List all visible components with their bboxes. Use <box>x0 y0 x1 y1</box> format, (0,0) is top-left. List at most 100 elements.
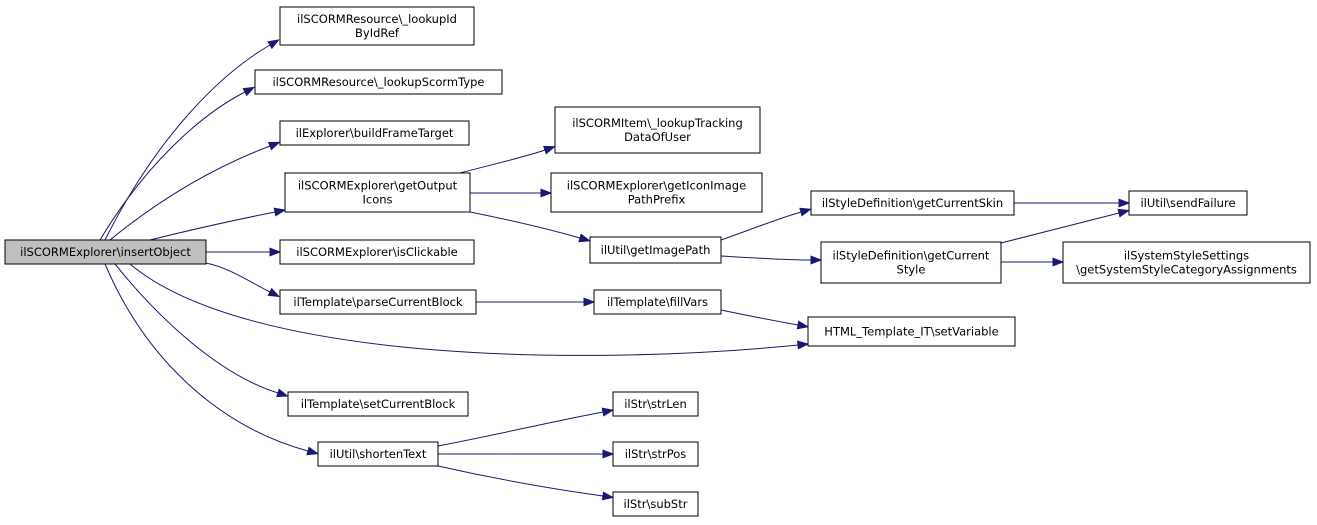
edge-arrowhead <box>810 255 823 265</box>
node-label: ilSCORMExplorer\getOutput <box>298 179 458 193</box>
function-node[interactable]: ilUtil\sendFailure <box>1128 190 1248 216</box>
node-label: ilStr\strLen <box>624 397 687 411</box>
edge-arrowhead <box>242 86 256 97</box>
function-node[interactable]: ilSystemStyleSettings\getSystemStyleCate… <box>1062 241 1311 284</box>
node-box <box>287 391 469 417</box>
node-label: ilSCORMExplorer\getIconImage <box>567 179 746 193</box>
node-box <box>554 106 761 154</box>
node-label: HTML_Template_IT\setVariable <box>824 325 998 339</box>
node-label: ilStyleDefinition\getCurrent <box>833 249 990 263</box>
edge-arrowhead <box>583 297 596 307</box>
edge-root-to-n13 <box>129 263 810 356</box>
function-node[interactable]: ilStyleDefinition\getCurrentSkin <box>810 190 1015 216</box>
node-label: ilSCORMResource\_lookupId <box>297 12 457 26</box>
node-box <box>279 6 475 46</box>
edge-root-to-n2 <box>99 86 256 241</box>
node-box <box>612 391 699 417</box>
edge-root-to-n3 <box>109 141 281 241</box>
edge-root-to-n8 <box>104 263 320 456</box>
nodes-layer: ilSCORMExplorer\insertObject ilSCORMResou… <box>4 6 1311 517</box>
node-box <box>279 289 477 315</box>
node-label: DataOfUser <box>624 130 691 144</box>
edge-arrowhead <box>306 446 320 456</box>
node-box <box>612 491 699 517</box>
edge-arrowhead <box>1118 198 1131 208</box>
node-box <box>593 289 722 315</box>
node-label: ByIdRef <box>355 26 400 40</box>
node-label: ilStr\subStr <box>624 497 688 511</box>
node-box <box>279 239 475 265</box>
node-box <box>820 241 1002 284</box>
edge-root-to-n4 <box>149 207 287 241</box>
function-node[interactable]: ilUtil\getImagePath <box>589 236 722 264</box>
function-node[interactable]: ilTemplate\fillVars <box>593 289 722 315</box>
node-label: ilExplorer\buildFrameTarget <box>296 126 454 140</box>
edge-n6-to-n12 <box>476 297 596 307</box>
edge-n11-to-n17 <box>720 207 812 241</box>
edge-n18-to-n19 <box>1000 208 1131 244</box>
edge-arrowhead <box>796 320 810 330</box>
edge-n4-to-n10 <box>470 188 553 198</box>
node-label: PathPrefix <box>628 193 686 207</box>
edge-arrowhead <box>269 247 282 257</box>
function-node[interactable]: ilTemplate\parseCurrentBlock <box>279 289 477 315</box>
node-label: Style <box>897 263 926 277</box>
edge-arrowhead <box>1117 208 1131 218</box>
node-label: ilUtil\shortenText <box>330 447 427 461</box>
edge-root-to-n5 <box>206 247 282 257</box>
edge-arrowhead <box>602 449 615 459</box>
function-node[interactable]: ilUtil\shortenText <box>317 441 439 467</box>
node-label: ilSystemStyleSettings <box>1124 249 1249 263</box>
function-node[interactable]: ilStr\strLen <box>612 391 699 417</box>
node-label: ilSCORMResource\_lookupScormType <box>272 75 484 89</box>
node-label: \getSystemStyleCategoryAssignments <box>1076 263 1297 277</box>
edges-layer <box>99 39 1131 501</box>
edge-n17-to-n19 <box>1014 198 1131 208</box>
node-label: ilSCORMExplorer\isClickable <box>296 245 457 259</box>
function-node[interactable]: ilSCORMResource\_lookupScormType <box>254 69 503 95</box>
node-label: Icons <box>362 193 392 207</box>
root-node[interactable]: ilSCORMExplorer\insertObject <box>4 239 207 265</box>
function-node[interactable]: ilTemplate\setCurrentBlock <box>287 391 469 417</box>
edge-arrowhead <box>797 340 810 350</box>
node-box <box>612 441 699 467</box>
edge-n8-to-n16 <box>437 465 615 501</box>
edge-arrowhead <box>267 141 281 151</box>
node-label: ilStr\strPos <box>625 447 687 461</box>
edge-n8-to-n15 <box>438 449 615 459</box>
edge-n4-to-n11 <box>469 211 591 243</box>
function-node[interactable]: ilExplorer\buildFrameTarget <box>279 120 470 146</box>
edge-n18-to-n20 <box>1001 257 1065 267</box>
edge-root-to-n6 <box>205 262 281 298</box>
edge-arrowhead <box>578 233 591 243</box>
function-node[interactable]: ilStr\strPos <box>612 441 699 467</box>
node-box <box>550 172 763 213</box>
function-node[interactable]: ilSCORMExplorer\isClickable <box>279 239 475 265</box>
node-box <box>1128 190 1248 216</box>
edge-arrowhead <box>601 407 615 417</box>
node-label: ilStyleDefinition\getCurrentSkin <box>822 196 1003 210</box>
edge-root-to-n7 <box>114 263 289 398</box>
edge-arrowhead <box>799 207 812 217</box>
node-label: ilSCORMItem\_lookupTracking <box>572 116 743 130</box>
edge-arrowhead <box>267 39 280 50</box>
node-box <box>279 120 470 146</box>
node-box <box>317 441 439 467</box>
node-label: ilSCORMExplorer\insertObject <box>20 245 191 259</box>
function-node[interactable]: HTML_Template_IT\setVariable <box>807 316 1016 347</box>
function-node[interactable]: ilStr\subStr <box>612 491 699 517</box>
node-label: ilTemplate\setCurrentBlock <box>301 397 456 411</box>
edge-arrowhead <box>1052 257 1065 267</box>
edge-arrowhead <box>543 145 556 155</box>
node-box <box>254 69 503 95</box>
edge-arrowhead <box>540 188 553 198</box>
node-label: ilTemplate\fillVars <box>607 295 708 309</box>
edge-arrowhead <box>273 207 287 217</box>
node-box <box>1062 241 1311 284</box>
